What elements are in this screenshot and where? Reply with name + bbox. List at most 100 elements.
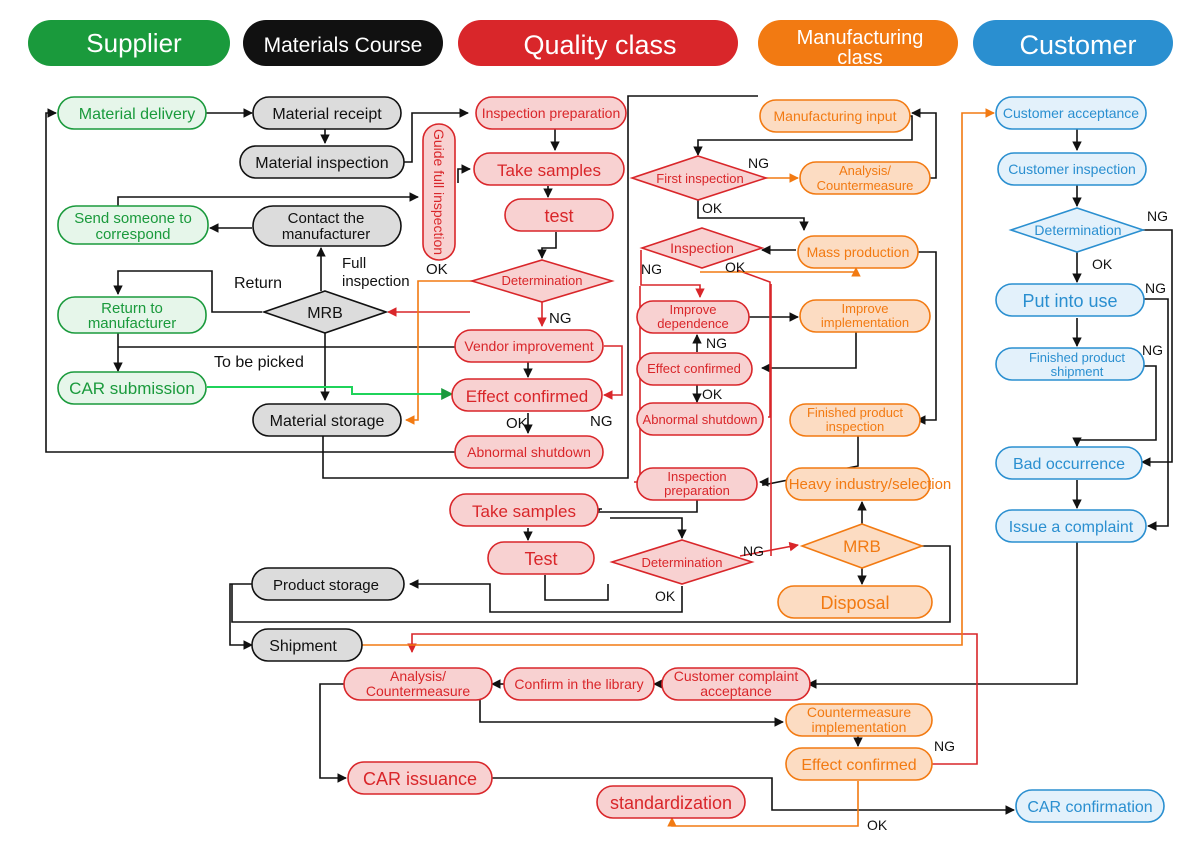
node-disposal[interactable]: Disposal bbox=[777, 585, 933, 619]
node-take-samples-bottom[interactable]: Take samples bbox=[449, 493, 599, 527]
node-determination-top[interactable]: Determination bbox=[469, 259, 615, 303]
node-mrb-right-label: MRB bbox=[843, 537, 881, 556]
node-analysis-q[interactable]: Analysis/ Countermeasure bbox=[343, 667, 493, 701]
node-manufacturing-input[interactable]: Manufacturing input bbox=[759, 99, 911, 133]
node-standardization[interactable]: standardization bbox=[596, 785, 746, 819]
node-return-manufacturer-line2: manufacturer bbox=[88, 315, 176, 332]
node-customer-acceptance-label: Customer acceptance bbox=[1003, 105, 1139, 121]
node-car-confirmation-label: CAR confirmation bbox=[1027, 799, 1152, 816]
label-ng-effect-bottom: NG bbox=[934, 738, 955, 754]
node-analysis-m-line1: Analysis/ bbox=[839, 163, 891, 178]
node-confirm-library[interactable]: Confirm in the library bbox=[503, 667, 655, 701]
node-disposal-label: Disposal bbox=[820, 593, 889, 613]
node-determination-bottom[interactable]: Determination bbox=[609, 539, 755, 585]
node-product-storage[interactable]: Product storage bbox=[251, 567, 405, 601]
label-ng-put-use: NG bbox=[1145, 280, 1166, 296]
node-complaint-acceptance-line2: acceptance bbox=[700, 683, 772, 699]
node-customer-acceptance[interactable]: Customer acceptance bbox=[995, 96, 1147, 130]
label-return: Return bbox=[234, 275, 282, 292]
node-mass-production[interactable]: Mass production bbox=[797, 235, 919, 269]
node-complaint-acceptance[interactable]: Customer complaint acceptance bbox=[661, 667, 811, 701]
node-vendor-improvement-label: Vendor improvement bbox=[464, 338, 593, 354]
node-contact-manufacturer-line1: Contact the bbox=[288, 210, 365, 227]
node-put-into-use[interactable]: Put into use bbox=[995, 283, 1145, 317]
node-contact-manufacturer[interactable]: Contact the manufacturer bbox=[252, 205, 402, 247]
label-ok-effect-bottom: OK bbox=[867, 817, 888, 833]
node-car-submission[interactable]: CAR submission bbox=[57, 371, 207, 405]
node-guide-full-inspection[interactable]: Guide full inspection bbox=[422, 123, 456, 261]
label-ok-det-bottom: OK bbox=[655, 588, 676, 604]
label-ng-det-bottom: NG bbox=[743, 543, 764, 559]
node-guide-full-inspection-label: Guide full inspection bbox=[431, 129, 447, 255]
node-material-inspection[interactable]: Material inspection bbox=[239, 145, 405, 179]
node-countermeasure-impl[interactable]: Countermeasure implementation bbox=[785, 703, 933, 737]
node-finished-shipment[interactable]: Finished product shipment bbox=[995, 347, 1145, 381]
label-to-be-picked: To be picked bbox=[214, 354, 304, 371]
node-heavy-industry[interactable]: Heavy industry/selection bbox=[785, 467, 951, 501]
label-ng-insp-mid: NG bbox=[641, 261, 662, 277]
node-material-storage[interactable]: Material storage bbox=[252, 403, 402, 437]
node-inspection-mid[interactable]: Inspection bbox=[639, 227, 765, 269]
label-ok-guide: OK bbox=[426, 261, 448, 278]
node-manufacturing-input-label: Manufacturing input bbox=[774, 108, 897, 124]
node-improve-dependence[interactable]: Improve dependence bbox=[636, 300, 750, 334]
header-customer-label: Customer bbox=[1019, 30, 1136, 60]
node-determination-c-label: Determination bbox=[1034, 222, 1121, 238]
node-shipment[interactable]: Shipment bbox=[251, 628, 363, 662]
node-issue-complaint-label: Issue a complaint bbox=[1009, 519, 1134, 536]
node-test-bottom[interactable]: Test bbox=[487, 541, 595, 575]
node-effect-confirmed-m[interactable]: Effect confirmed bbox=[636, 352, 753, 386]
node-abnormal-shutdown-m[interactable]: Abnormal shutdown bbox=[636, 402, 764, 436]
label-ng-det-c: NG bbox=[1147, 208, 1168, 224]
node-send-someone[interactable]: Send someone to correspond bbox=[57, 205, 209, 245]
node-improve-dependence-line1: Improve bbox=[670, 302, 717, 317]
node-mrb-left[interactable]: MRB bbox=[261, 290, 389, 334]
header-supplier: Supplier bbox=[28, 20, 230, 66]
node-mrb-right[interactable]: MRB bbox=[799, 523, 925, 569]
header-materials-label: Materials Course bbox=[264, 34, 423, 57]
node-analysis-m[interactable]: Analysis/ Countermeasure bbox=[799, 161, 931, 195]
node-analysis-q-line2: Countermeasure bbox=[366, 683, 470, 699]
node-material-inspection-label: Material inspection bbox=[255, 155, 388, 172]
node-return-manufacturer[interactable]: Return to manufacturer bbox=[57, 296, 207, 334]
node-car-issuance[interactable]: CAR issuance bbox=[347, 761, 493, 795]
node-material-delivery[interactable]: Material delivery bbox=[57, 96, 207, 130]
label-ng-first: NG bbox=[748, 155, 769, 171]
node-determination-c[interactable]: Determination bbox=[1008, 207, 1146, 253]
node-take-samples-top[interactable]: Take samples bbox=[473, 152, 625, 186]
node-effect-confirmed-bottom[interactable]: Effect confirmed bbox=[785, 747, 933, 781]
node-customer-inspection[interactable]: Customer inspection bbox=[997, 152, 1147, 186]
node-material-receipt[interactable]: Material receipt bbox=[252, 96, 402, 130]
node-finished-inspection-line2: inspection bbox=[826, 419, 885, 434]
node-take-samples-bottom-label: Take samples bbox=[472, 502, 576, 521]
node-abnormal-shutdown-q[interactable]: Abnormal shutdown bbox=[454, 435, 604, 469]
node-improve-implementation[interactable]: Improve implementation bbox=[799, 299, 931, 333]
node-effect-confirmed-q[interactable]: Effect confirmed bbox=[451, 378, 603, 412]
node-material-delivery-label: Material delivery bbox=[79, 106, 195, 123]
node-test-top-label: test bbox=[544, 206, 573, 226]
node-car-confirmation[interactable]: CAR confirmation bbox=[1015, 789, 1165, 823]
node-effect-confirmed-bottom-label: Effect confirmed bbox=[801, 757, 916, 774]
node-mrb-left-label: MRB bbox=[307, 305, 343, 322]
header-manufacturing-line1: Manufacturing bbox=[797, 27, 924, 49]
node-abnormal-shutdown-m-label: Abnormal shutdown bbox=[643, 412, 758, 427]
node-bad-occurrence[interactable]: Bad occurrence bbox=[995, 446, 1143, 480]
label-full-inspection-1: Full bbox=[342, 255, 366, 272]
node-vendor-improvement[interactable]: Vendor improvement bbox=[454, 329, 604, 363]
label-ok-det-c: OK bbox=[1092, 256, 1113, 272]
node-first-inspection-label: First inspection bbox=[656, 171, 743, 186]
node-bad-occurrence-label: Bad occurrence bbox=[1013, 456, 1125, 473]
node-inspection-prep-m-line1: Inspection bbox=[667, 469, 726, 484]
label-full-inspection-2: inspection bbox=[342, 273, 410, 290]
node-test-top[interactable]: test bbox=[504, 198, 614, 232]
node-complaint-acceptance-line1: Customer complaint bbox=[674, 668, 799, 684]
node-test-bottom-label: Test bbox=[524, 549, 557, 569]
node-customer-inspection-label: Customer inspection bbox=[1008, 161, 1136, 177]
node-finished-inspection[interactable]: Finished product inspection bbox=[789, 403, 921, 437]
node-inspection-preparation[interactable]: Inspection preparation bbox=[475, 96, 627, 130]
node-finished-inspection-line1: Finished product bbox=[807, 405, 903, 420]
node-first-inspection[interactable]: First inspection bbox=[629, 155, 769, 201]
node-issue-complaint[interactable]: Issue a complaint bbox=[995, 509, 1147, 543]
node-inspection-prep-m[interactable]: Inspection preparation bbox=[636, 467, 758, 501]
